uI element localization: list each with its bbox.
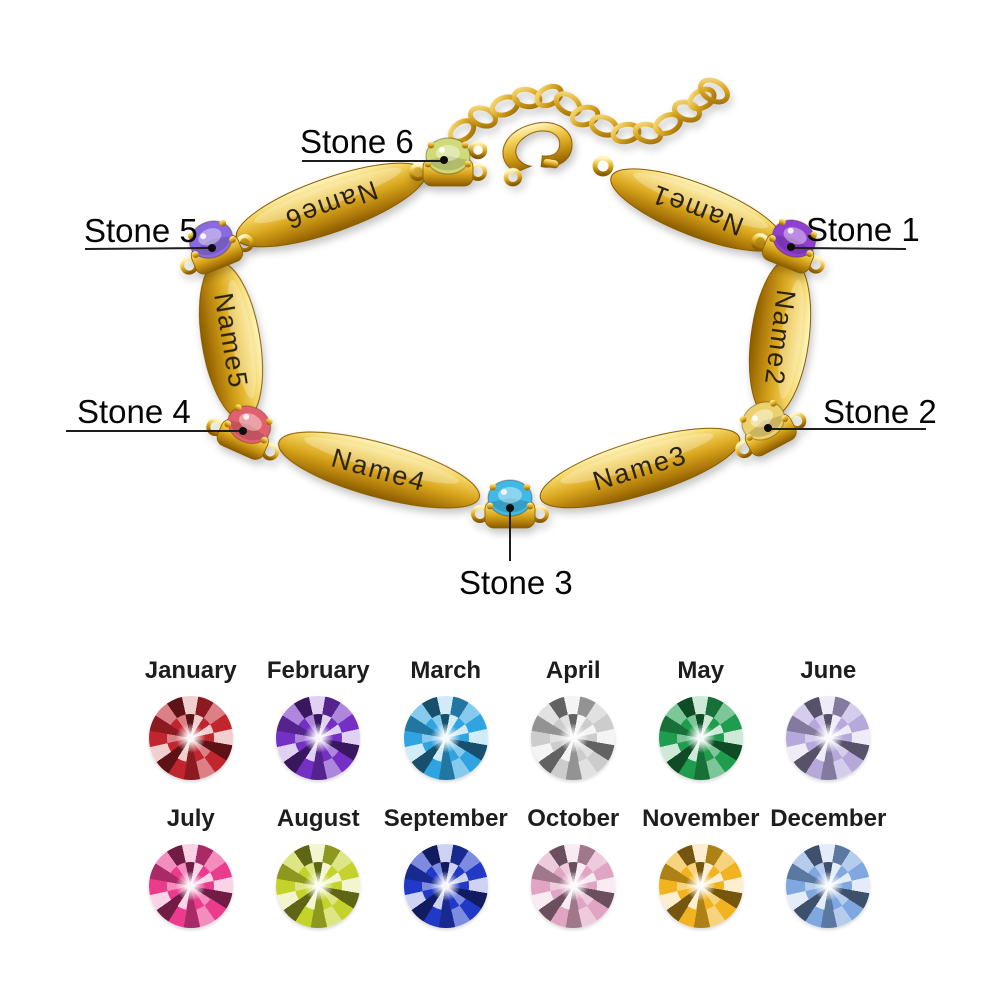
stone-3-label: Stone 3 xyxy=(459,564,573,601)
month-cell-june: June xyxy=(765,656,893,780)
month-cell-november: November xyxy=(637,804,765,928)
stone-6-label: Stone 6 xyxy=(300,123,414,160)
month-cell-march: March xyxy=(382,656,510,780)
bracelet-illustration: Name6 Name1 Name2 Name3 Name4 xyxy=(66,77,926,561)
month-gem-august xyxy=(276,844,361,928)
month-gem-july xyxy=(148,844,233,928)
month-gem-september xyxy=(403,844,488,928)
extension-chain xyxy=(447,77,730,145)
clasp-jump-ring xyxy=(592,155,614,177)
month-label: August xyxy=(276,805,360,832)
stone-2-label: Stone 2 xyxy=(823,393,937,430)
month-label: April xyxy=(545,657,601,684)
month-cell-july: July xyxy=(127,804,255,928)
gem-facets xyxy=(422,862,470,910)
month-gem-january xyxy=(148,696,233,780)
month-gem-march xyxy=(403,696,488,780)
gem-facets xyxy=(167,862,215,910)
stone-1-label: Stone 1 xyxy=(806,211,920,248)
month-gem-may xyxy=(658,696,743,780)
month-gem-december xyxy=(786,844,871,928)
name-bar-2: Name2 xyxy=(748,258,812,418)
birthstone-row-1: January February March April May June xyxy=(127,656,892,780)
month-label: September xyxy=(383,805,508,832)
month-label: December xyxy=(770,805,887,832)
birthstone-row-2: July August September October November D… xyxy=(127,804,892,928)
stone-setting-2 xyxy=(735,399,807,459)
month-label: May xyxy=(677,657,725,684)
gem-facets xyxy=(294,714,342,762)
name-bar-4: Name4 xyxy=(277,431,481,509)
month-label: March xyxy=(410,657,482,684)
month-gem-june xyxy=(786,696,871,780)
month-label: October xyxy=(527,805,620,832)
month-cell-february: February xyxy=(255,656,383,780)
month-gem-october xyxy=(531,844,616,928)
month-cell-january: January xyxy=(127,656,255,780)
month-cell-december: December xyxy=(765,804,893,928)
month-cell-october: October xyxy=(510,804,638,928)
annotation-dots xyxy=(208,156,795,512)
stone-setting-3 xyxy=(471,479,549,529)
name-bar-6: Name6 xyxy=(235,162,427,248)
gem-facets xyxy=(677,714,725,762)
gem-facets xyxy=(804,714,852,762)
stone6-jump-ring xyxy=(468,140,488,160)
gem-facets xyxy=(549,862,597,910)
name-bar-3: Name3 xyxy=(539,427,741,509)
gem-facets xyxy=(167,714,215,762)
annotation-lines xyxy=(66,160,926,561)
gem-facets xyxy=(422,714,470,762)
month-cell-september: September xyxy=(382,804,510,928)
month-cell-april: April xyxy=(510,656,638,780)
gem-facets xyxy=(549,714,597,762)
month-gem-february xyxy=(276,696,361,780)
month-label: July xyxy=(166,805,215,832)
stone-setting-4 xyxy=(206,404,280,461)
gem-facets xyxy=(294,862,342,910)
month-label: February xyxy=(266,657,370,684)
month-cell-may: May xyxy=(637,656,765,780)
month-label: January xyxy=(144,657,237,684)
name-bar-5: Name5 xyxy=(198,261,264,421)
gem-facets xyxy=(677,862,725,910)
month-cell-august: August xyxy=(255,804,383,928)
month-gem-november xyxy=(658,844,743,928)
month-label: June xyxy=(800,657,857,684)
stone-5-label: Stone 5 xyxy=(84,212,198,249)
month-label: November xyxy=(642,805,760,832)
month-gem-april xyxy=(531,696,616,780)
gem-facets xyxy=(804,862,852,910)
stone-4-label: Stone 4 xyxy=(77,393,191,430)
lobster-clasp xyxy=(502,121,573,187)
